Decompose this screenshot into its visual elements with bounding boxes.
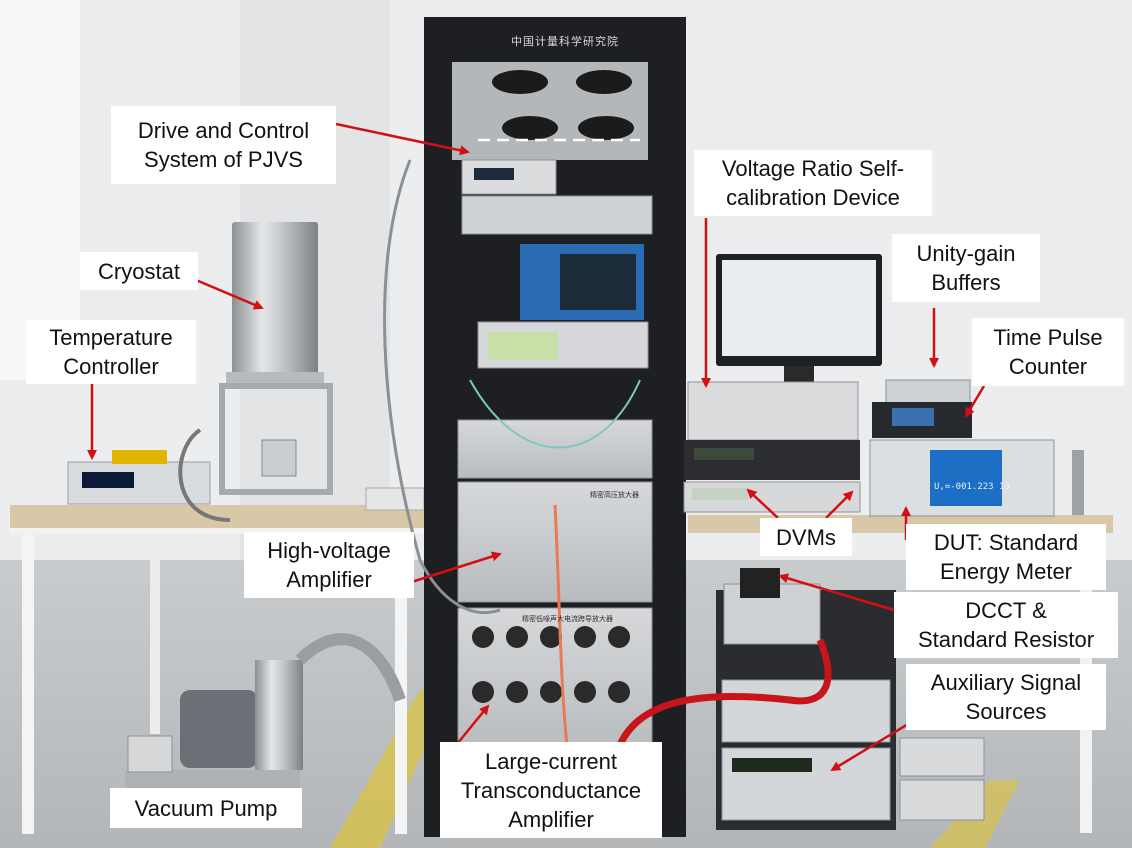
monitor-stand [784,366,814,382]
dvm-2-display [692,488,748,500]
unity-gain-buffers [885,379,971,407]
label-dcct: DCCT &Standard Resistor [894,592,1118,658]
signal-source-1 [721,679,891,743]
label-cryostat: Cryostat [80,252,198,290]
arrow-auxiliary [830,716,919,772]
label-dvms: DVMs [760,518,852,556]
left-table-top-edge [10,528,430,534]
pump-motor [180,690,258,768]
arrow-drive-control [335,122,470,156]
fan-1 [492,70,548,94]
left-table-leg-1 [22,534,34,834]
label-vacuum-pump: Vacuum Pump [110,788,302,828]
panel-row-1 [457,419,653,479]
arrow-cryostat [195,278,264,310]
cryostat-flange [226,372,324,386]
red-cable [616,638,832,747]
arrow-dcct [778,573,895,612]
window-left [0,0,80,380]
temperature-controller-display [82,472,134,488]
cryostat-valve [261,439,297,477]
fan-3 [502,116,558,140]
fan-2 [576,70,632,94]
high-voltage-amp-panel [457,481,653,603]
voltage-ratio-device [687,381,859,441]
pump-turbo [255,660,303,770]
cabinet-sign: 中国计量科学研究院 [511,35,619,48]
amp-panel-text-2: 精密低噪声大电流跨导放大器 [522,615,613,623]
dut-readout: U,=-001.223 13 [934,482,1010,492]
pjvs-instrument-2 [461,195,653,235]
pjvs-display [474,168,514,180]
pxi-modules [560,254,636,310]
cryostat-stand [219,383,333,495]
annotation-arrows [87,122,986,772]
left-table-leg-2 [395,534,407,834]
breakout-box [365,487,425,511]
label-voltage-ratio: Voltage Ratio Self-calibration Device [694,150,932,216]
arrow-dvms-1 [746,488,779,519]
meter-on-top [112,450,167,464]
floor-stripe-left [330,690,450,848]
cryostat-cable [178,428,231,522]
function-generator-screen [488,332,558,360]
vacuum-hose [295,633,406,702]
amp-panel-text-1: 精密高压放大器 [590,491,639,499]
energy-meter-screen [930,450,1002,506]
arrow-dvms-2 [825,490,854,519]
orange-cable [553,504,572,771]
fiber-cable [469,379,641,449]
counter-screen [892,408,934,426]
grey-cable [383,159,501,615]
signal-source-2-display [732,758,812,772]
cryostat-body [232,222,318,380]
pump-controller [127,735,173,773]
generator-small-2 [899,779,985,821]
arrow-time-pulse [964,385,986,418]
dvm-1-display [694,448,754,460]
arrow-high-voltage [401,551,502,587]
amp-vent-holes [472,626,630,703]
generator-small-1 [899,737,985,777]
left-table-leg-3 [150,534,160,734]
fan-4 [578,116,634,140]
monitor-screen [722,260,876,356]
dcct-head [740,568,780,598]
